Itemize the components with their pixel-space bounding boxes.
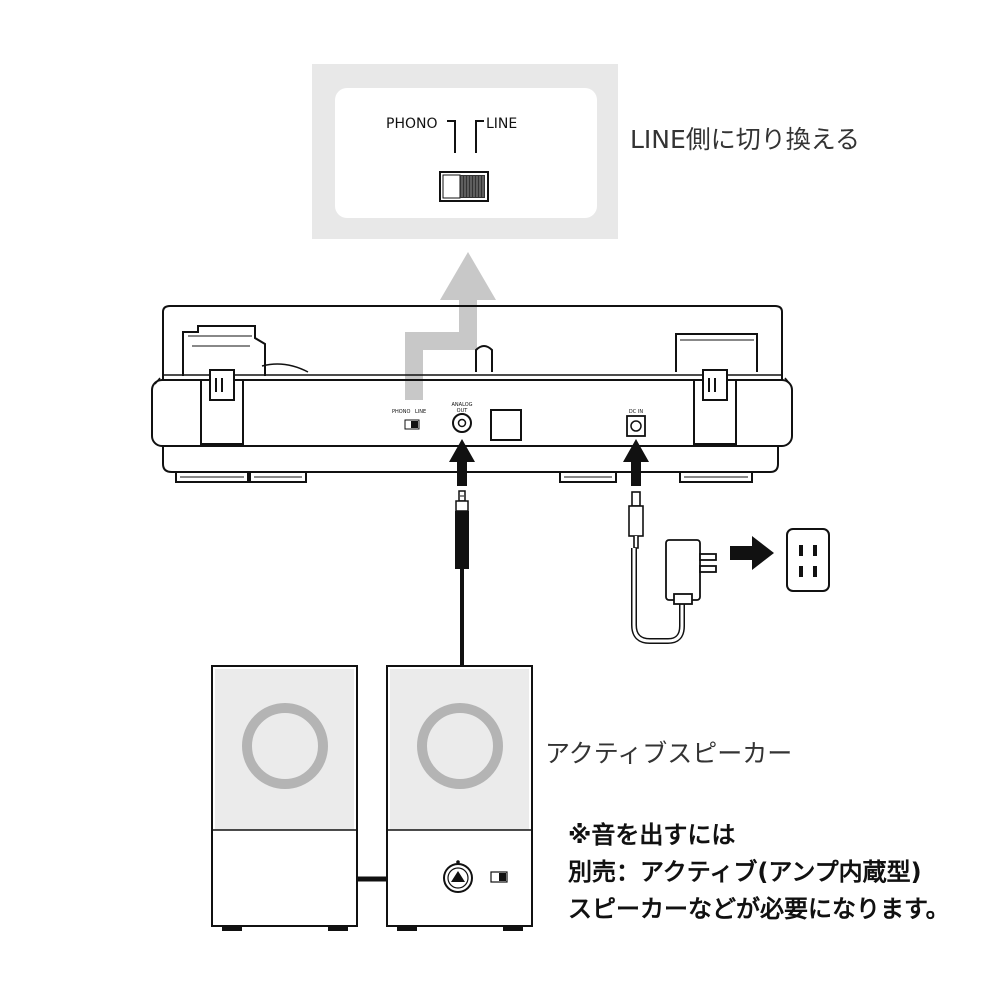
speaker-right-driver xyxy=(417,703,503,789)
usb-port xyxy=(490,409,522,441)
turntable-base xyxy=(162,446,779,473)
speaker-left-driver xyxy=(242,703,328,789)
switch-callout: PHONO LINE xyxy=(312,64,618,239)
speaker-right xyxy=(386,665,533,931)
analog-out-label-2: OUT xyxy=(457,408,469,414)
callout-panel xyxy=(335,88,597,218)
requirement-note: ※音を出すには 別売：アクティブ(アンプ内蔵型) スピーカーなどが必要になります… xyxy=(568,817,950,928)
note-line-2: 別売：アクティブ(アンプ内蔵型) xyxy=(568,858,922,886)
rear-slide-switch xyxy=(404,419,420,430)
tonearm-left xyxy=(182,325,266,376)
wall-outlet-icon xyxy=(786,528,830,592)
rear-phono-label: PHONO xyxy=(392,409,410,415)
callout-line-label: LINE xyxy=(486,116,517,132)
arrow-to-analog-out xyxy=(449,439,475,486)
switch-instruction: LINE側に切り換える xyxy=(630,125,861,154)
line-bracket xyxy=(475,120,484,153)
speaker-label: アクティブスピーカー xyxy=(545,739,793,768)
analog-out-jack xyxy=(452,413,472,433)
speaker-left xyxy=(211,665,358,931)
speaker-input-jack xyxy=(443,860,473,893)
arrow-to-dc-in xyxy=(623,439,649,486)
mini-plug-icon xyxy=(455,490,469,569)
note-line-1: ※音を出すには xyxy=(568,821,736,849)
tonearm-rest-right xyxy=(675,333,758,372)
hinge-left xyxy=(200,369,244,445)
note-line-3: スピーカーなどが必要になります。 xyxy=(568,895,950,923)
phono-bracket xyxy=(447,120,456,153)
analog-out-label-1: ANALOG xyxy=(452,402,473,408)
zoom-arrow xyxy=(405,252,496,400)
speaker-power-switch xyxy=(490,871,508,883)
arrow-to-outlet xyxy=(730,536,774,570)
dc-in-label: DC IN xyxy=(629,409,643,415)
turntable xyxy=(151,305,793,483)
rear-line-label: LINE xyxy=(415,409,426,415)
dust-cover xyxy=(162,305,783,380)
dc-plug xyxy=(628,491,644,549)
callout-slide-switch xyxy=(439,171,489,202)
hinge-right xyxy=(693,369,737,445)
dc-in-jack xyxy=(626,415,646,437)
ac-adapter-icon xyxy=(665,539,717,605)
callout-phono-label: PHONO xyxy=(386,116,437,132)
cover-hinge-center xyxy=(475,345,493,372)
turntable-body xyxy=(151,379,793,447)
